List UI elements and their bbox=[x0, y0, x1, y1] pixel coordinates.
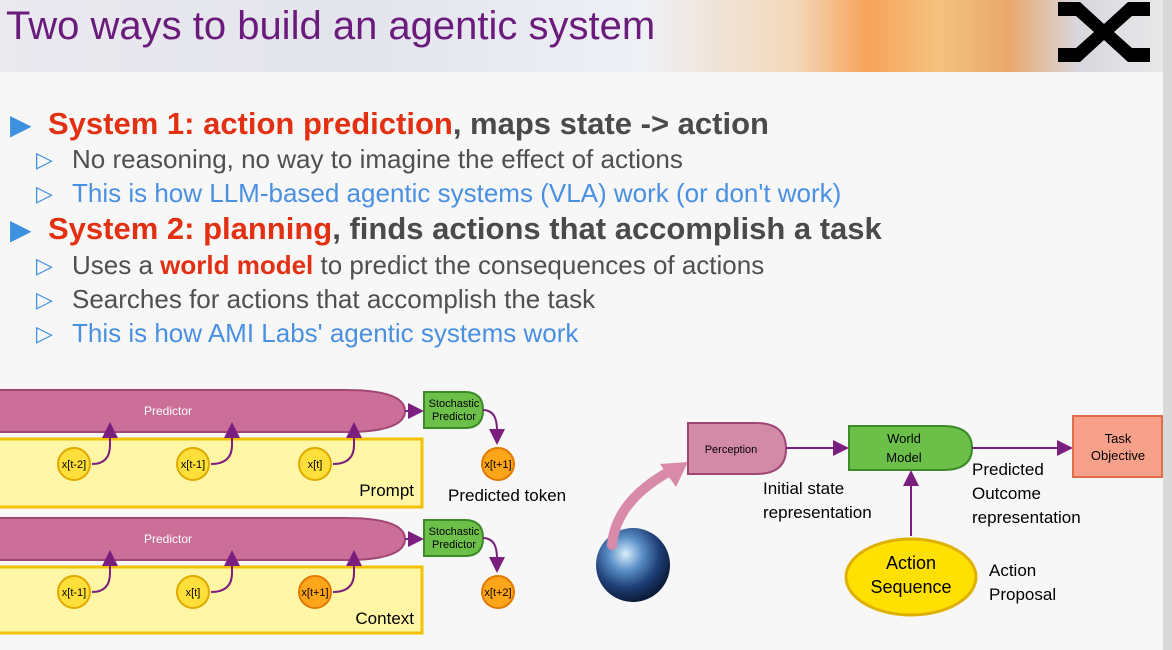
svg-text:x[t-1]: x[t-1] bbox=[181, 459, 205, 471]
sub-bullet-triangle-icon: ▷ bbox=[36, 147, 53, 172]
predictor-label: Predictor bbox=[144, 404, 192, 418]
slide-title: Two ways to build an agentic system bbox=[6, 4, 656, 48]
right-border bbox=[1163, 0, 1172, 650]
context-label: Context bbox=[355, 609, 414, 628]
svg-text:x[t]: x[t] bbox=[186, 587, 201, 599]
svg-text:x[t+1]: x[t+1] bbox=[484, 459, 511, 471]
task-objective-box bbox=[1072, 415, 1163, 478]
svg-text:x[t+1]: x[t+1] bbox=[301, 587, 328, 599]
svg-text:x[t]: x[t] bbox=[308, 459, 323, 471]
bullet-triangle-icon: ▶ bbox=[10, 109, 32, 140]
bullet-system-1-a: No reasoning, no way to imagine the effe… bbox=[72, 144, 683, 174]
slide-header bbox=[0, 0, 1172, 72]
stochastic-label-1: Stochastic bbox=[429, 526, 480, 538]
svg-text:x[t+2]: x[t+2] bbox=[484, 587, 511, 599]
bullet-system-1: System 1: action prediction, maps state … bbox=[48, 106, 769, 141]
predictor-shape bbox=[0, 517, 407, 561]
token-output-bottom: x[t+2] bbox=[481, 575, 515, 609]
token-bottom-2: x[t] bbox=[176, 575, 210, 609]
predicted-token-label: Predicted token bbox=[448, 486, 566, 505]
bullet-system-2-b: Searches for actions that accomplish the… bbox=[72, 284, 596, 314]
stochastic-label-2: Predictor bbox=[432, 411, 476, 423]
prompt-label: Prompt bbox=[359, 481, 414, 500]
autoregressive-diagram-bottom: Predictor Stochastic Predictor x[t-1] x[… bbox=[0, 517, 515, 635]
bullet-system-1-b: This is how LLM-based agentic systems (V… bbox=[72, 178, 842, 208]
earth-icon bbox=[596, 528, 670, 602]
predicted-outcome-label-1: Predicted bbox=[972, 460, 1044, 479]
bullet-system-2-a: Uses a world model to predict the conseq… bbox=[72, 250, 765, 280]
token-top-3: x[t] bbox=[298, 447, 332, 481]
task-objective-label-2: Objective bbox=[1091, 448, 1145, 463]
bullet-triangle-icon: ▶ bbox=[10, 214, 32, 245]
svg-text:x[t-1]: x[t-1] bbox=[62, 587, 86, 599]
perception-label: Perception bbox=[705, 444, 758, 456]
stochastic-label-2: Predictor bbox=[432, 539, 476, 551]
action-sequence-ellipse bbox=[844, 537, 978, 617]
token-top-1: x[t-2] bbox=[57, 447, 91, 481]
world-model-diagram: Perception World Model Task Objective Ac… bbox=[596, 415, 1163, 617]
perception-box bbox=[687, 422, 788, 475]
sub-bullet-triangle-icon: ▷ bbox=[36, 287, 53, 312]
predictor-label: Predictor bbox=[144, 532, 192, 546]
sub-bullet-triangle-icon: ▷ bbox=[36, 253, 53, 278]
predicted-outcome-label-3: representation bbox=[972, 508, 1081, 527]
task-objective-label-1: Task bbox=[1105, 431, 1132, 446]
initial-state-label-2: representation bbox=[763, 503, 872, 522]
token-output-top: x[t+1] bbox=[481, 447, 515, 481]
bullet-system-2-c: This is how AMI Labs' agentic systems wo… bbox=[72, 318, 579, 348]
predictor-shape bbox=[0, 389, 407, 433]
initial-state-label-1: Initial state bbox=[763, 479, 844, 498]
action-sequence-label-1: Action bbox=[886, 553, 936, 573]
token-bottom-3: x[t+1] bbox=[298, 575, 332, 609]
svg-text:x[t-2]: x[t-2] bbox=[62, 459, 86, 471]
world-model-label-2: Model bbox=[886, 450, 922, 465]
world-model-label-1: World bbox=[887, 431, 921, 446]
logo-icon bbox=[1058, 2, 1150, 62]
perception-input-arrow bbox=[607, 465, 677, 550]
action-sequence-label-2: Sequence bbox=[870, 577, 951, 597]
sub-bullet-triangle-icon: ▷ bbox=[36, 181, 53, 206]
stochastic-label-1: Stochastic bbox=[429, 398, 480, 410]
token-top-2: x[t-1] bbox=[176, 447, 210, 481]
autoregressive-diagram-top: Predictor Stochastic Predictor x[t-2] x[… bbox=[0, 389, 566, 509]
sub-bullet-triangle-icon: ▷ bbox=[36, 321, 53, 346]
bullet-system-2: System 2: planning, finds actions that a… bbox=[48, 211, 882, 246]
predicted-outcome-label-2: Outcome bbox=[972, 484, 1041, 503]
action-proposal-label-1: Action bbox=[989, 561, 1036, 580]
action-proposal-label-2: Proposal bbox=[989, 585, 1056, 604]
token-bottom-1: x[t-1] bbox=[57, 575, 91, 609]
